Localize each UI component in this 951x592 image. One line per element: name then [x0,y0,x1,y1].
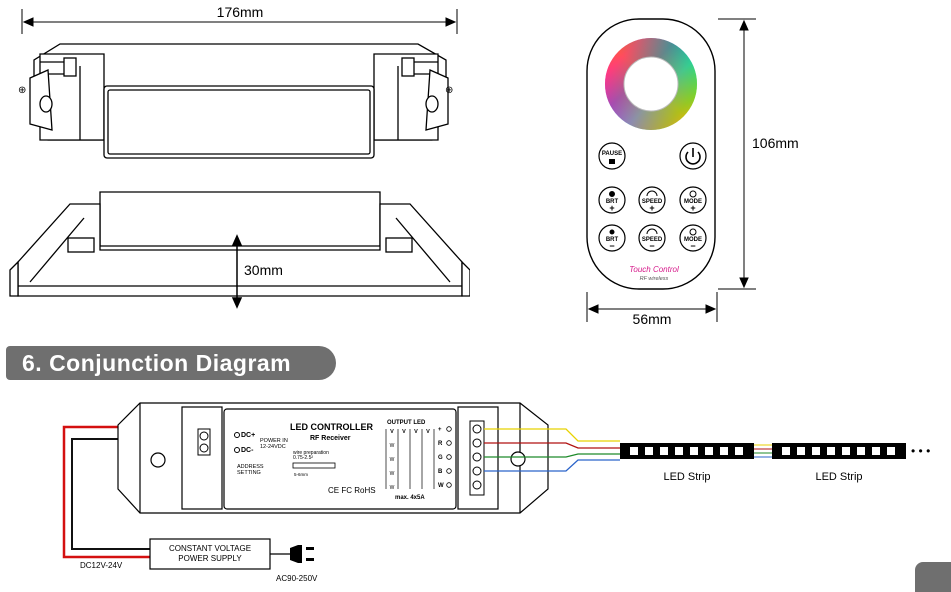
pause-button[interactable] [598,142,626,170]
minus-icon: − [690,241,695,251]
channel-w: W [390,457,395,463]
terminal-label: B [438,469,443,475]
channel-w: W [390,471,395,477]
controller-top-view: 176mm ⊕ ⊕ 30mm [9,4,470,309]
remote-brand-line1: Touch Control [629,265,679,274]
speed-up-button[interactable] [638,186,666,214]
channel-col-v: V [426,429,430,435]
brt-up-label: BRT [606,199,619,205]
wire-darkred [484,442,620,449]
brt-down-label: BRT [606,237,619,243]
channel-w: W [390,443,395,449]
width-dimension-label: 176mm [217,4,264,20]
mode-down-label: MODE [684,237,702,243]
output-channel-grid [385,429,435,489]
strip-label-2: LED Strip [815,471,862,483]
output-led-label: OUTPUT LED [387,420,426,426]
speed-up-label: SPEED [642,199,663,205]
plus-icon: + [690,203,695,213]
power-supply-line2: POWER SUPPLY [178,554,242,563]
power-supply-line1: CONSTANT VOLTAGE [169,544,251,553]
screw-plus-left: ⊕ [18,85,26,96]
width-dimension [21,9,458,34]
page-number-tab [915,562,951,592]
minus-icon: − [649,241,654,251]
remote-width-label: 56mm [633,311,672,327]
channel-col-v: V [414,429,418,435]
power-in-line2: 12-24VDC [260,444,286,450]
certifications: CE FC RoHS [328,486,376,495]
channel-w: W [390,485,395,491]
wire-blue [484,459,620,472]
section-header: 6. Conjunction Diagram [6,346,336,380]
strip-label-1: LED Strip [663,471,710,483]
brightness-up-button[interactable] [598,186,626,214]
channel-col-v: V [402,429,406,435]
sun-icon [609,191,615,197]
max-current-label: max. 4x5A [395,495,425,501]
dc-minus-label: DC- [241,447,254,454]
wire-green [484,453,620,458]
speedometer-small-icon [646,228,658,235]
mode-small-icon [689,228,697,236]
dc-terminal-block [197,428,211,456]
controller-side-body [9,191,470,297]
controller-title: LED CONTROLLER [290,422,373,432]
mode-icon [689,190,697,198]
plus-icon: + [609,203,614,213]
terminal-label: R [438,441,443,447]
remote-height-label: 106mm [752,135,799,151]
remote-brand-line2: RF wireless [640,276,669,282]
address-line1: ADDRESS [237,464,264,470]
ac-voltage-label: AC90-250V [276,574,318,583]
mode-down-button[interactable] [679,224,707,252]
remote-width-dimension [586,292,718,322]
wire-prep-line1: wire preparation [293,450,329,456]
speed-down-label: SPEED [642,237,663,243]
height-dimension-label: 30mm [244,262,283,278]
height-dimension [231,234,243,309]
speed-down-button[interactable] [638,224,666,252]
terminal-label: W [438,483,444,489]
controller-top-body [29,43,449,159]
dc-voltage-label: DC12V-24V [80,561,123,570]
controller-subtitle: RF Receiver [310,435,351,442]
wire-prep-line2: 0.75-2.5² [293,455,313,461]
remote-drawing: PAUSE BRT SPEED MODE BRT SPEED MODE + + … [586,18,799,327]
section-title: 6. Conjunction Diagram [22,350,292,376]
power-in-line1: POWER IN [260,438,288,444]
power-supply-box [149,538,271,570]
terminal-label: + [438,427,442,433]
remote-height-dimension [718,18,756,290]
terminal-label: G [438,455,443,461]
pause-icon [609,159,615,164]
screw-plus-right: ⊕ [445,85,453,96]
plus-icon: + [649,203,654,213]
led-strip-1 [620,443,754,459]
dc-plus-label: DC+ [241,432,255,439]
mode-up-label: MODE [684,199,702,205]
color-wheel[interactable] [605,38,697,130]
pause-label: PAUSE [602,151,622,157]
wire-yellow [484,428,620,442]
brightness-down-button[interactable] [598,224,626,252]
ac-plug-icon [290,545,314,563]
wiring-diagram: DC+ DC- POWER IN 12-24VDC LED CONTROLLER… [62,402,930,583]
minus-icon: − [609,241,614,251]
address-line2: SETTING [237,470,261,476]
channel-col-v: V [390,429,394,435]
output-terminal-block [469,420,485,496]
sun-small-icon [609,229,615,235]
led-strip-2 [772,443,906,459]
speedometer-icon [646,190,658,197]
strip-ellipsis: • • • [911,444,930,458]
mode-up-button[interactable] [679,186,707,214]
power-icon [685,148,701,165]
wire-strip-gauge [292,462,336,469]
wire-strip-label: 5-6mm [294,472,308,477]
